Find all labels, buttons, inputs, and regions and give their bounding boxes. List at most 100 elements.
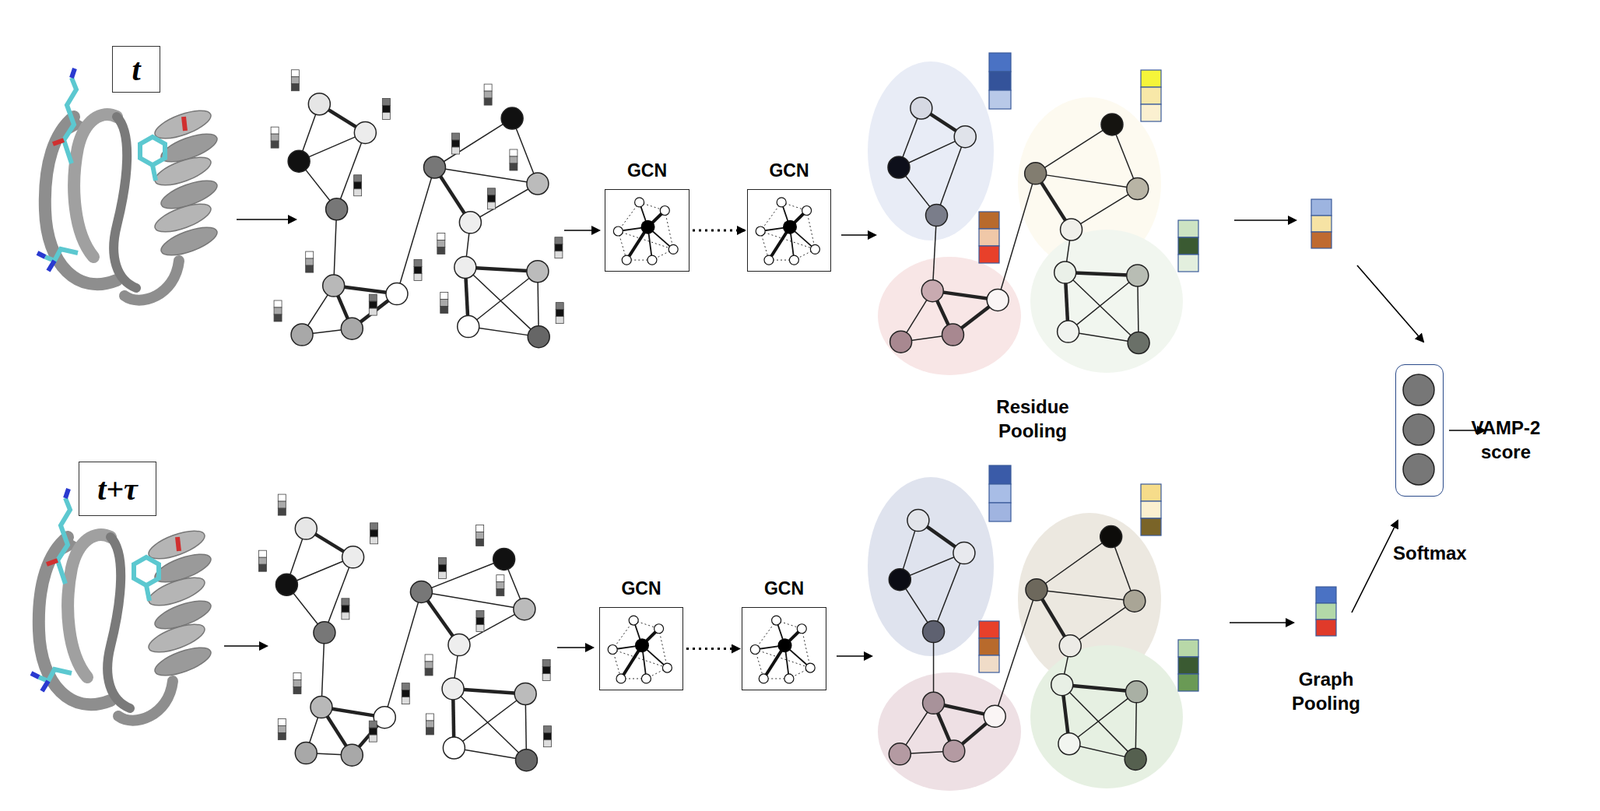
feature-cell	[476, 524, 485, 532]
feature-cell	[354, 189, 362, 197]
art-shape	[1178, 656, 1199, 674]
art-shape	[1315, 586, 1337, 604]
time-label: t+τ	[97, 470, 138, 508]
art-shape	[750, 645, 760, 655]
art-shape	[758, 673, 769, 684]
residue-cluster	[877, 256, 1022, 376]
feature-cell	[370, 529, 379, 537]
neuron	[1403, 374, 1435, 406]
residue-node	[1057, 320, 1080, 343]
flow-arrow	[224, 645, 267, 647]
feature-cell	[291, 77, 299, 85]
gcn-label: GCN	[627, 160, 667, 182]
art-shape	[641, 673, 651, 684]
annotation-label: VAMP-2 score	[1459, 415, 1553, 464]
feature-cell	[543, 733, 551, 741]
art-shape	[118, 680, 173, 721]
residue-node	[953, 542, 976, 565]
art-shape	[1178, 220, 1199, 238]
art-shape	[978, 621, 1000, 639]
art-shape	[71, 68, 75, 78]
annotation-label: Graph Pooling	[1267, 666, 1385, 716]
art-shape	[1069, 691, 1137, 744]
feature-cell	[382, 98, 390, 106]
gcn-box: GCN	[604, 189, 690, 272]
residue-node	[442, 736, 465, 759]
residue-node	[442, 677, 464, 700]
art-shape	[628, 615, 639, 625]
feature-cell	[496, 582, 505, 590]
residue-node	[527, 326, 550, 348]
residue-node	[986, 288, 1009, 311]
residue-node	[326, 198, 348, 221]
art-shape	[468, 271, 538, 327]
feature-cell	[451, 147, 460, 155]
feature-cell	[555, 316, 564, 324]
art-shape	[754, 620, 776, 650]
feature-cell	[273, 314, 282, 322]
flow-arrow	[1351, 520, 1398, 613]
residue-node	[294, 742, 317, 765]
art-shape	[151, 642, 215, 681]
feature-vector	[1315, 586, 1337, 636]
feature-cell	[305, 251, 314, 259]
art-shape	[1178, 254, 1199, 272]
residue-node	[925, 204, 948, 227]
feature-cell	[543, 740, 551, 748]
feature-cell	[270, 133, 279, 141]
art-shape	[107, 536, 130, 709]
feature-cell	[258, 550, 267, 558]
feature-cell	[291, 70, 299, 78]
feature-cell	[476, 538, 485, 546]
art-shape	[37, 252, 46, 257]
art-shape	[612, 649, 667, 669]
art-shape	[659, 206, 670, 216]
art-shape	[776, 197, 786, 208]
residue-cluster	[867, 477, 994, 657]
art-shape	[140, 136, 165, 165]
art-shape	[1036, 536, 1112, 590]
residue-node	[322, 274, 345, 297]
art-shape	[617, 231, 674, 250]
art-shape	[1036, 589, 1135, 601]
gcn-icon	[742, 607, 825, 689]
residue-node	[457, 315, 480, 338]
feature-vector	[1178, 639, 1199, 692]
art-shape	[778, 638, 793, 653]
art-shape	[421, 558, 504, 592]
residue-node	[526, 260, 549, 283]
art-shape	[635, 638, 650, 653]
feature-vector	[989, 465, 1011, 522]
residue-node	[448, 634, 471, 657]
feature-cell	[277, 494, 286, 502]
feature-cell	[484, 98, 492, 106]
residue-node	[890, 330, 913, 353]
feature-cell	[424, 668, 433, 676]
feature-cell	[476, 610, 485, 618]
art-shape	[1140, 87, 1162, 105]
art-shape	[1068, 275, 1138, 332]
feature-cell	[368, 308, 377, 316]
art-shape	[42, 680, 49, 692]
feature-cell	[425, 727, 434, 735]
feature-vector	[1311, 199, 1332, 249]
residue-node	[1054, 261, 1077, 284]
art-shape	[621, 255, 632, 265]
feature-cell	[277, 733, 286, 741]
art-shape	[1140, 484, 1162, 502]
art-shape	[152, 164, 156, 181]
art-shape	[755, 226, 765, 236]
flow-arrow	[836, 655, 872, 657]
gcn-label: GCN	[764, 578, 804, 600]
art-shape	[1315, 619, 1337, 636]
feature-cell	[273, 300, 282, 308]
feature-cell	[382, 105, 390, 113]
feature-cell	[293, 687, 302, 695]
art-shape	[1311, 199, 1332, 216]
feature-cell	[341, 598, 350, 606]
residue-node	[1125, 680, 1148, 703]
cluster-group	[867, 477, 1183, 791]
gcn-box: GCN	[741, 607, 827, 691]
art-shape	[113, 116, 137, 288]
